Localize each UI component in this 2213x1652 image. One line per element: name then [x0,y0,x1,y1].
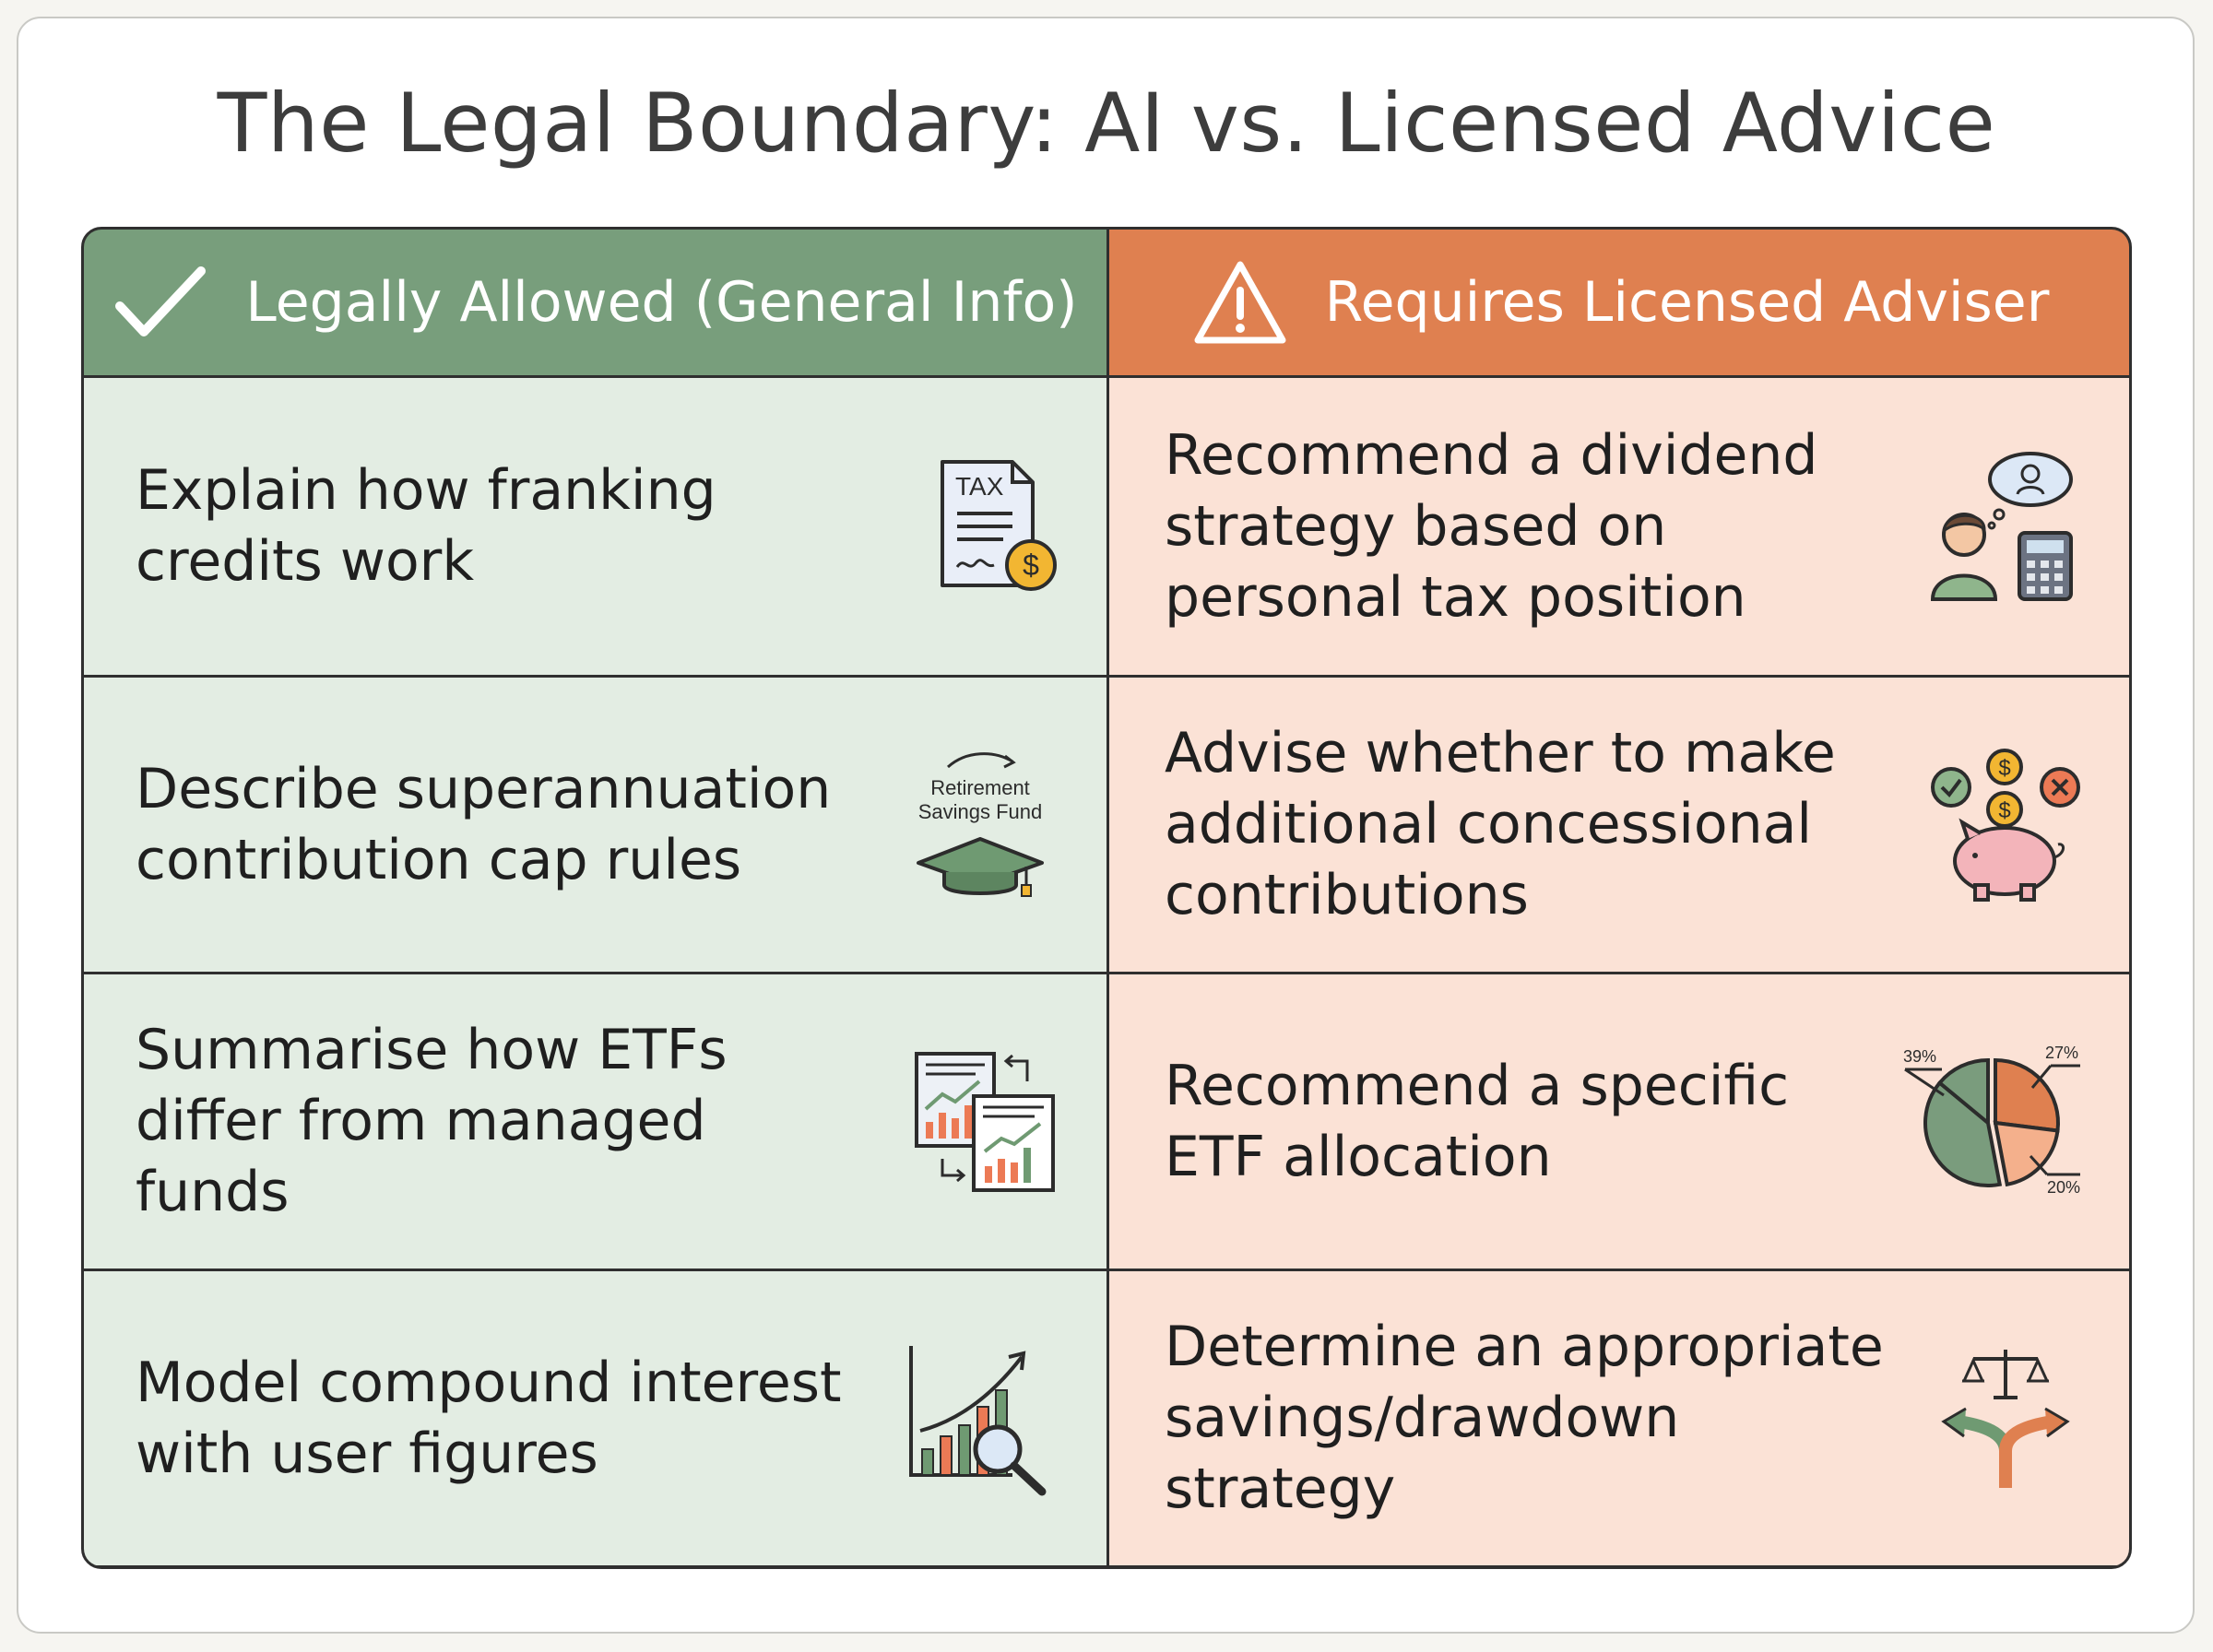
scales-crossroads-icon [1941,1349,2070,1488]
licensed-cell-1: Recommend a dividend strategy based on p… [1109,378,2129,675]
person-calculator-icon [1930,452,2073,601]
pie-chart-icon: 39% 27% 20% [1903,1044,2080,1197]
svg-text:$: $ [1023,549,1039,582]
licensed-text-4: Determine an appropriate savings/drawdow… [1165,1315,1884,1521]
allowed-cell-1: Explain how franking credits work TAX $ [84,378,1106,675]
page-title: The Legal Boundary: AI vs. Licensed Advi… [217,76,1996,171]
fund-icon-label-2: Savings Fund [918,800,1043,823]
pie-slice-remainder [1936,1057,1990,1127]
allowed-cell-3: Summarise how ETFs differ from managed f… [84,972,1106,1268]
comparison-table: Legally Allowed (General Info) Requires … [81,227,2132,1569]
allowed-cell-4: Model compound interest with user figure… [84,1268,1106,1565]
header-allowed: Legally Allowed (General Info) [84,230,1106,378]
header-licensed-label: Requires Licensed Adviser [1324,270,2050,335]
pie-label-3: 20% [2047,1178,2080,1197]
pie-slice-1 [1923,1080,2003,1187]
allowed-text-4: Model compound interest with user figure… [136,1350,842,1486]
pie-label-2: 27% [2045,1044,2078,1062]
header-allowed-label: Legally Allowed (General Info) [245,270,1078,335]
tax-document-icon: TAX $ [941,460,1057,591]
allowed-text-3: Summarise how ETFs differ from managed f… [136,1018,728,1224]
pie-label-1: 39% [1903,1047,1936,1066]
licensed-cell-2: Advise whether to make additional conces… [1109,675,2129,972]
licensed-text-3: Recommend a specific ETF allocation [1165,1053,1790,1189]
allowed-text-1: Explain how franking credits work [136,458,716,594]
svg-text:$: $ [1998,798,2010,823]
header-licensed: Requires Licensed Adviser [1109,230,2129,378]
licensed-text-1: Recommend a dividend strategy based on p… [1165,422,1818,630]
allowed-cell-2: Describe superannuation contribution cap… [84,675,1106,972]
warning-icon [1194,261,1286,344]
fund-icon-label-1: Retirement [930,776,1030,799]
licensed-text-2: Advise whether to make additional conces… [1165,721,1836,927]
retirement-fund-icon: Retirement Savings Fund [917,751,1044,897]
piggy-bank-choice-icon: $ $ [1931,748,2080,902]
tax-icon-label: TAX [955,472,1004,501]
licensed-cell-4: Determine an appropriate savings/drawdow… [1109,1268,2129,1565]
pie-slice-2 [1994,1057,2060,1133]
allowed-text-2: Describe superannuation contribution cap… [136,756,832,892]
checkmark-icon [115,266,207,336]
licensed-cell-3: Recommend a specific ETF allocation 39% … [1109,972,2129,1268]
growth-chart-magnifier-icon [909,1345,1047,1495]
pie-slice-3 [1993,1120,2060,1186]
svg-text:$: $ [1998,756,2010,781]
compare-charts-icon [915,1051,1055,1192]
